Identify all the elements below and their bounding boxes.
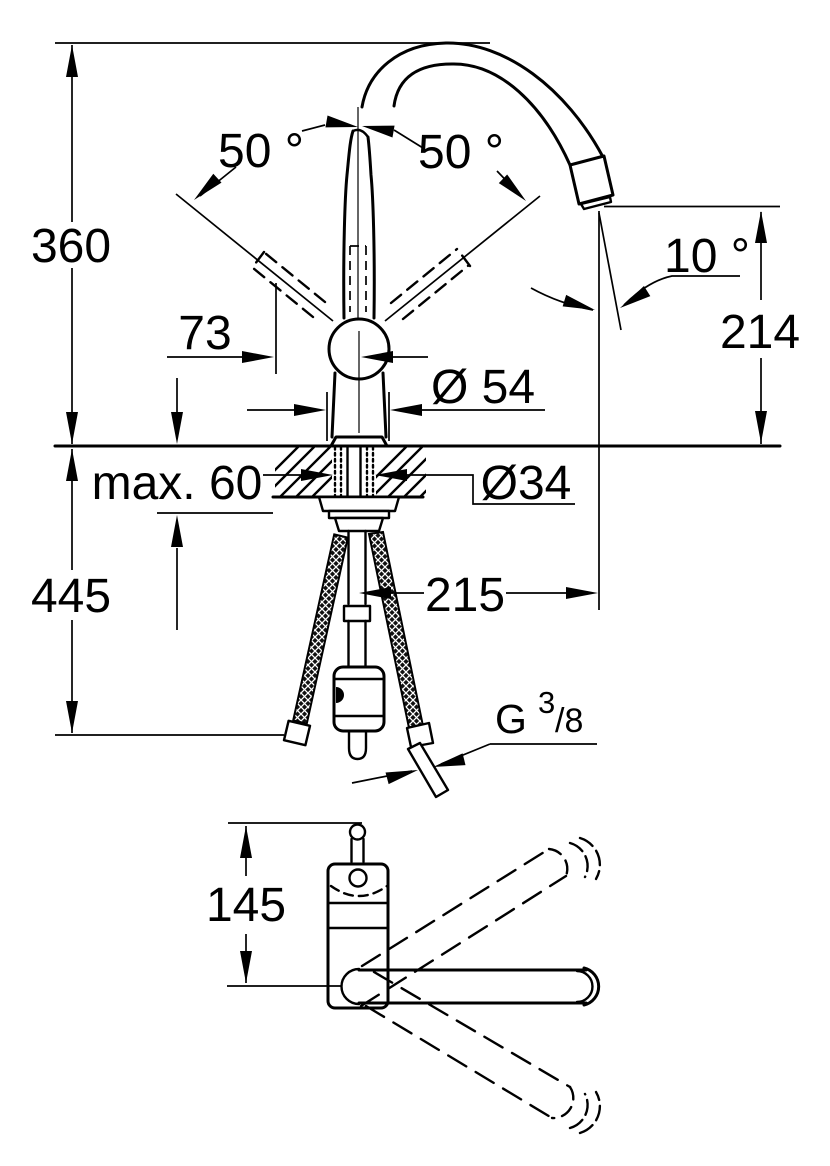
spout-inner-arc [392, 62, 572, 167]
dim-label-50deg-left: 50 ° [218, 125, 304, 178]
arrowhead [359, 587, 391, 599]
arrowhead [566, 587, 598, 599]
plan-spout-end-cap-outer [582, 966, 601, 1007]
dim-label-215: 215 [425, 569, 505, 622]
front-elevation-view: 360 445 max. 60 73 Ø 54 Ø34 215 [31, 41, 800, 799]
faucet-body-column [330, 371, 388, 439]
mousseur-lip [579, 195, 613, 211]
arrowhead [66, 412, 78, 444]
lever-hidden-cartridge [349, 245, 367, 312]
plan-swivel-upper-edge1 [360, 847, 551, 968]
arrowhead [171, 515, 183, 547]
arrowhead [616, 285, 651, 314]
arrowhead [240, 826, 252, 858]
mounting-washer [317, 495, 401, 513]
plan-spout-end-cap-inner [575, 969, 594, 1004]
mousseur-block [568, 154, 615, 206]
lever-left-outline [342, 129, 355, 320]
braided-hose-left [292, 533, 349, 725]
dim-label-g38-denominator: /8 [555, 702, 583, 740]
threaded-shank [333, 445, 375, 499]
plan-lever-stem [350, 837, 365, 864]
dim-label-g38-numerator: 3 [538, 685, 555, 720]
dim-label-dia54: Ø 54 [431, 361, 535, 414]
hose-nut-left [282, 719, 312, 747]
plan-swivel-lower-cap [550, 1085, 575, 1120]
hose-collar [342, 604, 372, 623]
arrowhead [66, 45, 78, 77]
arrowhead [171, 412, 183, 444]
dim-label-145: 145 [206, 879, 286, 932]
dim-label-360: 360 [31, 220, 111, 273]
lever-dashed-position-right [389, 247, 472, 321]
mounting-nut [333, 516, 385, 533]
arrowhead [66, 449, 78, 481]
plan-hidden-arc [329, 884, 389, 898]
plan-lever-pin [348, 868, 368, 888]
dim-label-dia34: Ø34 [481, 457, 572, 510]
dim-label-g38-prefix: G [495, 696, 527, 742]
faucet-base-flange [329, 435, 389, 448]
plan-view: 145 [206, 822, 602, 1135]
dim-line-dia34 [263, 474, 575, 505]
dim-label-214: 214 [720, 306, 800, 359]
arrowhead [562, 294, 597, 316]
hose-weight-bands [332, 677, 386, 718]
arrowhead [385, 764, 420, 785]
plan-swivel-upper-edge2 [359, 874, 568, 1008]
plan-spout-tube [357, 968, 588, 1005]
arrowhead [390, 404, 422, 416]
lever-swing-line-right [384, 195, 541, 322]
hose-nut-right [405, 721, 435, 749]
pullout-hose-tip [347, 729, 368, 761]
plan-swivel-upper-motion-arcs [568, 836, 602, 881]
hose-weight-notch [336, 687, 344, 703]
dim-line-dia54 [247, 392, 545, 441]
lever-tip [351, 128, 370, 139]
mounting-ring [327, 509, 391, 520]
arrowhead [755, 211, 767, 243]
plan-swivel-lower-edge1 [364, 1004, 554, 1120]
dim-label-73: 73 [178, 307, 231, 360]
dim-label-max60: max. 60 [92, 457, 263, 510]
arrowhead [498, 174, 531, 206]
stream-tilted-line [598, 212, 622, 331]
arrowhead [189, 173, 222, 205]
plan-swivel-lower-edge2 [372, 970, 572, 1089]
arrowhead [66, 701, 78, 733]
lever-right-outline [366, 135, 376, 320]
arrowhead [755, 411, 767, 443]
lever-swing-line-left [175, 193, 334, 322]
arrowhead [240, 951, 252, 983]
plan-swivel-lower-motion-arcs [568, 1090, 602, 1135]
plan-body-lines [326, 901, 390, 930]
dim-label-10deg: 10 ° [664, 230, 750, 283]
dim-label-445: 445 [31, 570, 111, 623]
arrowhead [242, 351, 274, 363]
plan-swivel-upper-cap [547, 847, 569, 878]
lever-dashed-position-left [250, 250, 327, 319]
dim-label-50deg-right: 50 ° [418, 126, 504, 179]
dim-line-73 [167, 283, 428, 374]
dim-line-145 [227, 822, 362, 987]
plan-lever-knob [348, 823, 367, 841]
arrowhead [294, 404, 326, 416]
pullout-hose-lower [347, 619, 367, 669]
spout-outer-arc [360, 41, 605, 159]
hose-connector-tube [406, 741, 450, 799]
